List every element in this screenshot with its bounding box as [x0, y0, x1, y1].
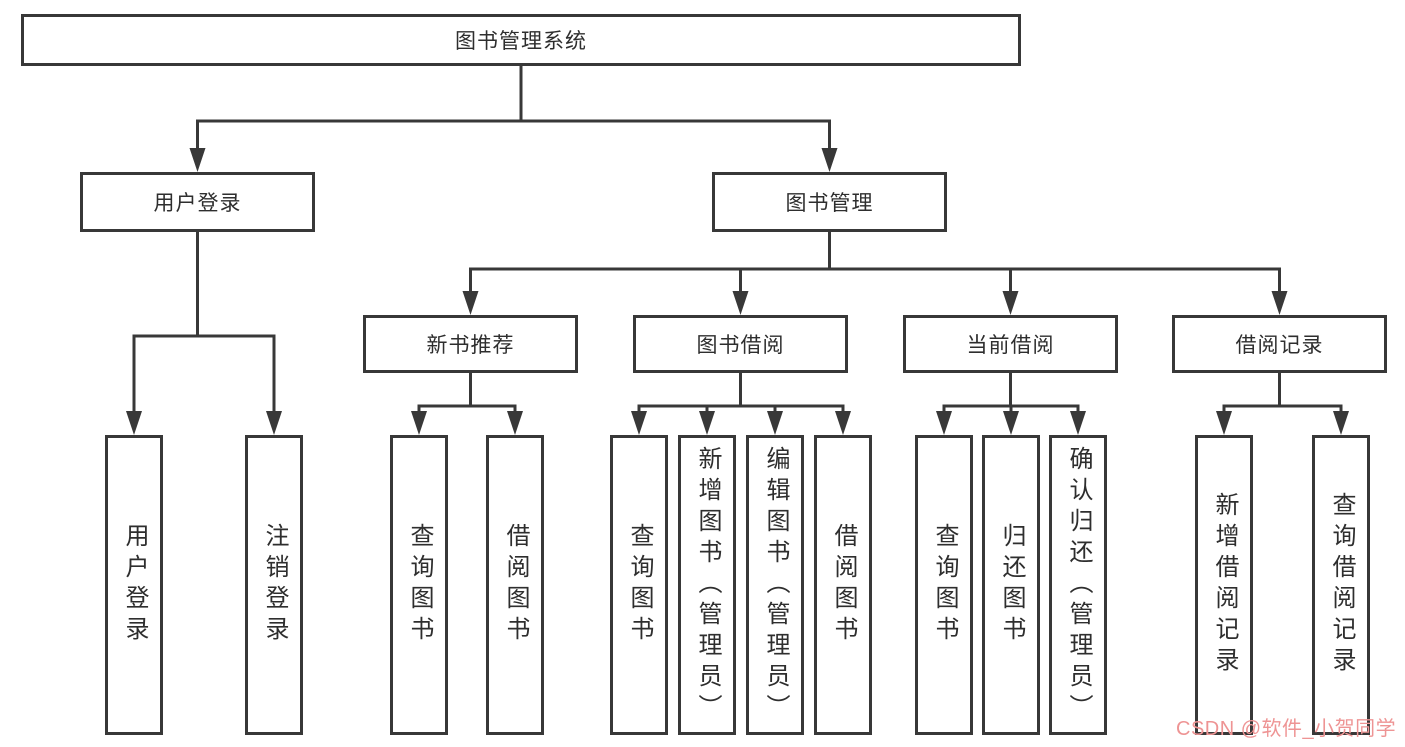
node-book-management: 图书管理 — [712, 172, 947, 232]
node-book-borrowing: 图书借阅 — [633, 315, 848, 373]
node-label: 归还图书 — [998, 523, 1025, 647]
leaf-query-books: 查询图书 — [610, 435, 668, 735]
leaf-return-books: 归还图书 — [982, 435, 1040, 735]
node-label: 新书推荐 — [426, 334, 515, 357]
node-label: 确认归还（管理员） — [1065, 445, 1092, 725]
csdn-watermark: CSDN @软件_小贺同学 — [1176, 718, 1397, 740]
leaf-borrow-books: 借阅图书 — [486, 435, 544, 735]
node-label: 图书管理系统 — [455, 30, 587, 53]
node-borrowing-records: 借阅记录 — [1172, 315, 1387, 373]
node-label: 查询图书 — [626, 523, 653, 647]
node-label: 查询借阅记录 — [1328, 492, 1355, 678]
leaf-borrow-books: 借阅图书 — [814, 435, 872, 735]
node-label: 借阅图书 — [830, 523, 857, 647]
node-label: 图书管理 — [785, 192, 874, 215]
leaf-confirm-return-admin: 确认归还（管理员） — [1049, 435, 1107, 735]
node-label: 用户登录 — [153, 192, 242, 215]
node-library-management-system: 图书管理系统 — [21, 14, 1021, 66]
node-label: 查询图书 — [406, 523, 433, 647]
leaf-query-books: 查询图书 — [390, 435, 448, 735]
node-label: 借阅图书 — [502, 523, 529, 647]
leaf-add-books-admin: 新增图书（管理员） — [678, 435, 736, 735]
node-label: 图书借阅 — [696, 334, 785, 357]
node-label: 新增图书（管理员） — [694, 445, 721, 725]
leaf-edit-books-admin: 编辑图书（管理员） — [746, 435, 804, 735]
node-new-book-recommendation: 新书推荐 — [363, 315, 578, 373]
node-current-borrowing: 当前借阅 — [903, 315, 1118, 373]
leaf-query-books: 查询图书 — [915, 435, 973, 735]
node-label: 查询图书 — [931, 523, 958, 647]
node-label: 当前借阅 — [966, 334, 1055, 357]
leaf-query-borrow-record: 查询借阅记录 — [1312, 435, 1370, 735]
leaf-logout: 注销登录 — [245, 435, 303, 735]
node-label: 借阅记录 — [1235, 334, 1324, 357]
leaf-add-borrow-record: 新增借阅记录 — [1195, 435, 1253, 735]
leaf-user-login: 用户登录 — [105, 435, 163, 735]
node-label: 编辑图书（管理员） — [762, 445, 789, 725]
node-label: 新增借阅记录 — [1211, 492, 1238, 678]
node-user-login: 用户登录 — [80, 172, 315, 232]
node-label: 注销登录 — [261, 523, 288, 647]
node-label: 用户登录 — [121, 523, 148, 647]
